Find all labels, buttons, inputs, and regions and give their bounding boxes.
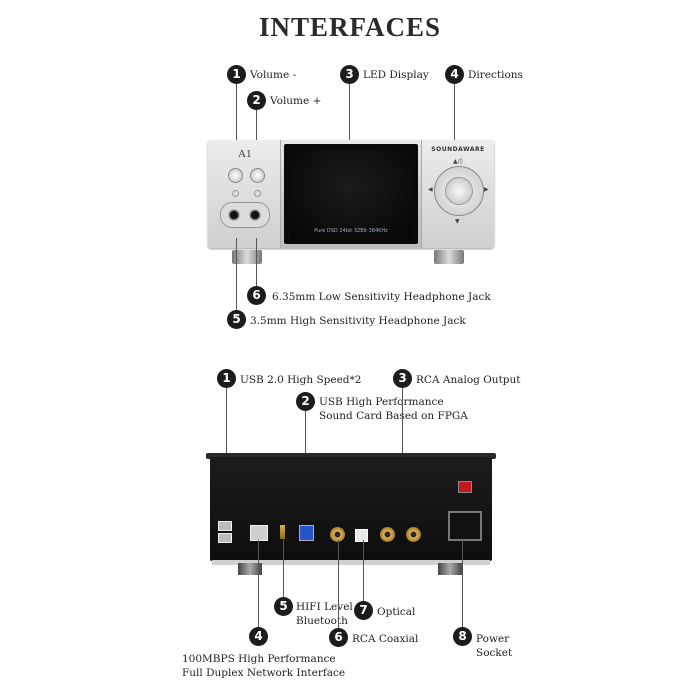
brand-logo: SOUNDAWARE <box>431 146 485 153</box>
leader-line <box>258 540 259 628</box>
bluetooth-antenna[interactable] <box>280 525 285 539</box>
callout-label-rca-analog: RCA Analog Output <box>416 374 521 386</box>
ethernet-port[interactable] <box>250 525 268 541</box>
leader-line <box>283 540 284 598</box>
headphone-jack-panel <box>220 202 270 228</box>
page-title: INTERFACES <box>258 12 442 42</box>
indicator-mark <box>232 190 239 197</box>
rear-chassis-top <box>206 453 496 459</box>
arrow-right-icon: ▶ <box>484 186 489 193</box>
callout-badge-3: 3 <box>340 65 359 84</box>
power-socket[interactable] <box>448 511 482 541</box>
leader-line <box>462 540 463 628</box>
power-icon: ▲/◊ <box>453 158 463 165</box>
direction-pad[interactable] <box>434 166 484 216</box>
rca-coaxial-port[interactable] <box>330 527 345 542</box>
device-foot <box>438 563 462 575</box>
power-switch[interactable] <box>458 481 472 493</box>
volume-down-button[interactable] <box>228 168 243 183</box>
callout-badge-rear-1: 1 <box>217 369 236 388</box>
callout-label-power-2: Socket <box>476 647 513 659</box>
callout-label-led-display: LED Display <box>363 69 429 81</box>
arrow-down-icon: ▼ <box>455 218 460 225</box>
callout-label-network-2: Full Duplex Network Interface <box>182 667 346 679</box>
leader-line <box>256 238 257 286</box>
leader-line <box>338 540 339 630</box>
device-foot <box>238 563 262 575</box>
callout-badge-rear-3: 3 <box>393 369 412 388</box>
leader-line <box>454 84 455 140</box>
callout-label-power-1: Power <box>476 633 510 645</box>
leader-line <box>236 84 237 166</box>
led-display: Pure DSD 24bit 32Bit 384KHz <box>284 144 418 244</box>
rear-panel-device <box>210 457 492 561</box>
callout-label-rca-coaxial: RCA Coaxial <box>352 633 419 645</box>
front-right-panel: SOUNDAWARE ▲/◊ ◀ ▶ ▼ <box>421 140 494 248</box>
callout-label-volume-down: Volume - <box>250 69 297 81</box>
callout-badge-rear-6: 6 <box>329 628 348 647</box>
callout-label-usb-2: USB 2.0 High Speed*2 <box>240 374 362 386</box>
usb-a-port[interactable] <box>218 521 232 531</box>
device-foot <box>434 250 464 264</box>
leader-line <box>236 238 237 310</box>
headphone-jack-3-5mm[interactable] <box>228 209 240 221</box>
front-left-panel: A1 <box>208 140 281 248</box>
front-panel-device: A1 Pure DSD 24bit 32Bit 384KHz SOUNDAWAR… <box>208 140 494 250</box>
device-foot <box>232 250 262 264</box>
callout-badge-4: 4 <box>445 65 464 84</box>
leader-line <box>256 110 257 166</box>
optical-port[interactable] <box>355 529 368 542</box>
led-display-text: Pure DSD 24bit 32Bit 384KHz <box>314 228 388 234</box>
callout-badge-6: 6 <box>247 286 266 305</box>
callout-label-optical: Optical <box>377 606 416 618</box>
callout-label-volume-up: Volume + <box>270 95 322 107</box>
callout-label-network-1: 100MBPS High Performance <box>182 653 336 665</box>
callout-label-usb-sound-card-2: Sound Card Based on FPGA <box>319 410 468 422</box>
callout-label-3-5mm-jack: 3.5mm High Sensitivity Headphone Jack <box>250 315 466 327</box>
rear-chassis-base <box>212 560 490 565</box>
callout-badge-5: 5 <box>227 310 246 329</box>
headphone-jack-6-35mm[interactable] <box>249 209 261 221</box>
callout-badge-rear-5: 5 <box>274 597 293 616</box>
usb-b-port[interactable] <box>299 525 314 541</box>
callout-badge-1: 1 <box>227 65 246 84</box>
callout-label-usb-sound-card-1: USB High Performance <box>319 396 444 408</box>
callout-badge-rear-7: 7 <box>354 601 373 620</box>
rca-analog-left[interactable] <box>380 527 395 542</box>
model-label: A1 <box>238 148 252 160</box>
usb-a-port[interactable] <box>218 533 232 543</box>
callout-label-bluetooth-2: Bluetooth <box>296 615 348 627</box>
callout-badge-rear-4: 4 <box>249 627 268 646</box>
callout-badge-rear-2: 2 <box>296 392 315 411</box>
leader-line <box>363 540 364 602</box>
indicator-mark <box>254 190 261 197</box>
arrow-left-icon: ◀ <box>428 186 433 193</box>
callout-badge-rear-8: 8 <box>453 627 472 646</box>
leader-line <box>349 84 350 144</box>
callout-label-directions: Directions <box>468 69 523 81</box>
callout-label-6-35mm-jack: 6.35mm Low Sensitivity Headphone Jack <box>272 291 491 303</box>
center-knob[interactable] <box>445 177 473 205</box>
led-display-glass <box>290 150 412 238</box>
leader-line <box>226 388 227 516</box>
callout-badge-2: 2 <box>247 91 266 110</box>
callout-label-bluetooth-1: HIFI Level <box>296 601 353 613</box>
volume-up-button[interactable] <box>250 168 265 183</box>
rca-analog-right[interactable] <box>406 527 421 542</box>
